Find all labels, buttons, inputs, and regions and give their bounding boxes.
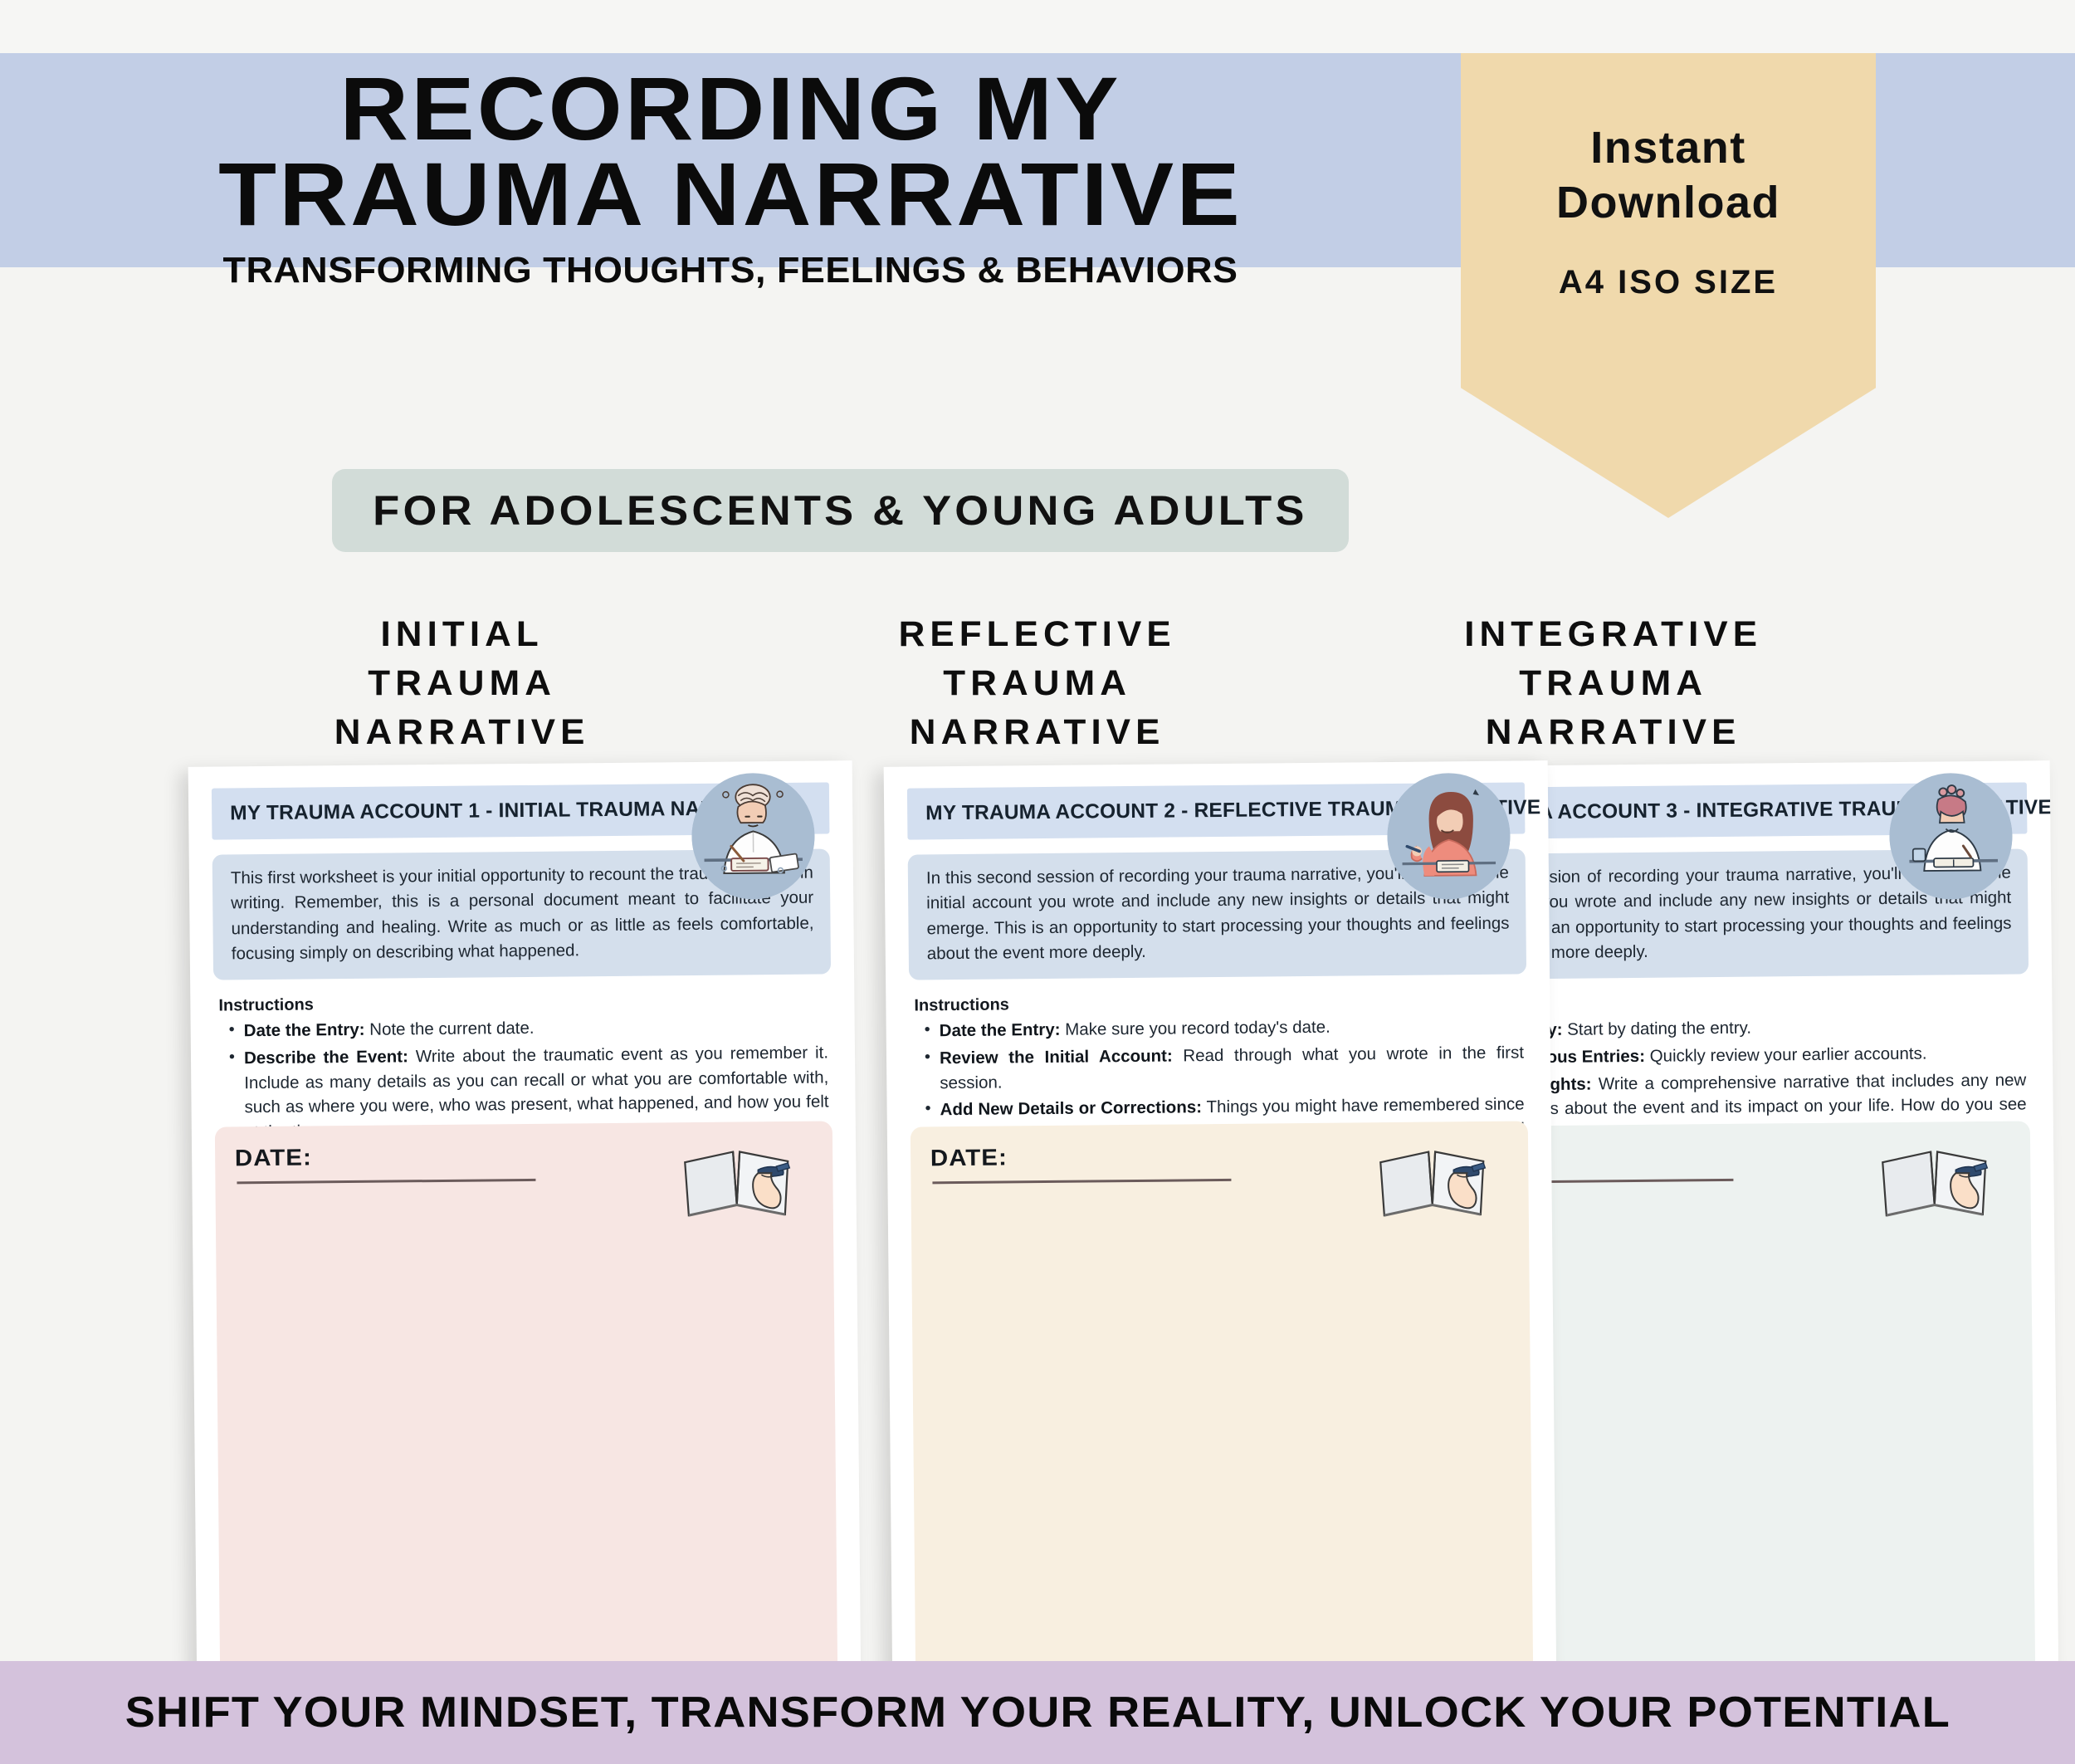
worksheet-2-date-label: DATE: <box>930 1144 1008 1171</box>
avatar-person-thinking-pen <box>1386 772 1511 901</box>
worksheet-2-writing-pad[interactable]: DATE: <box>910 1121 1543 1697</box>
worksheet-1-section-title: Instructions <box>218 995 314 1015</box>
bullet-text: Start by dating the entry. <box>1562 1018 1752 1040</box>
worksheet-2-date-line[interactable] <box>932 1178 1232 1185</box>
avatar-person-writing-mug <box>1888 772 2014 901</box>
column-heading-integrative-line1: INTEGRATIVE <box>1463 614 1762 654</box>
list-item: Date the Entry: Note the current date. <box>224 1014 828 1044</box>
bullet-text: Note the current date. <box>364 1019 535 1040</box>
column-heading-reflective-line1: REFLECTIVE <box>898 614 1177 654</box>
worksheet-1-date-label: DATE: <box>234 1144 312 1171</box>
list-item: Review the Initial Account: Read through… <box>920 1041 1525 1096</box>
column-heading-initial-line2: TRAUMA <box>368 662 557 703</box>
column-heading-reflective-line2: TRAUMA <box>943 662 1132 703</box>
column-heading-initial: INITIAL TRAUMA NARRATIVE <box>168 610 755 757</box>
column-heading-integrative-line3: NARRATIVE <box>1485 711 1741 752</box>
footer-tagline: SHIFT YOUR MINDSET, TRANSFORM YOUR REALI… <box>124 1688 1950 1737</box>
title-block: RECORDING MY TRAUMA NARRATIVE TRANSFORMI… <box>0 53 1461 291</box>
notebook-writing-icon <box>678 1133 803 1234</box>
bullet-lead: Date the Entry: <box>939 1020 1061 1041</box>
page-title: RECORDING MY TRAUMA NARRATIVE <box>0 64 1505 244</box>
bullet-lead: Date the Entry: <box>243 1020 365 1041</box>
audience-badge-label: FOR ADOLESCENTS & YOUNG ADULTS <box>373 487 1308 534</box>
list-item: Date the Entry: Make sure you record tod… <box>920 1014 1524 1044</box>
page-title-line1: RECORDING MY <box>339 58 1121 159</box>
column-heading-integrative: INTEGRATIVE TRAUMA NARRATIVE <box>1320 610 1907 757</box>
page-title-line2: TRAUMA NARRATIVE <box>218 143 1243 244</box>
worksheet-1-writing-pad[interactable]: DATE: <box>214 1121 847 1697</box>
bullet-lead: Add New Details or Corrections: <box>940 1097 1203 1120</box>
top-margin-strip <box>0 0 2075 53</box>
bullet-text: Make sure you record today's date. <box>1060 1018 1330 1040</box>
page-subtitle: TRANSFORMING THOUGHTS, FEELINGS & BEHAVI… <box>222 250 1238 291</box>
column-heading-initial-line1: INITIAL <box>380 614 544 654</box>
avatar-person-writing-brain <box>691 772 816 901</box>
footer-banner: SHIFT YOUR MINDSET, TRANSFORM YOUR REALI… <box>0 1661 2075 1764</box>
column-heading-reflective: REFLECTIVE TRAUMA NARRATIVE <box>744 610 1330 757</box>
worksheet-preview-3[interactable]: MY TRAUMA ACCOUNT 3 - INTEGRATIVE TRAUMA… <box>1385 760 2059 1697</box>
ribbon-size-label: A4 ISO SIZE <box>1558 263 1779 301</box>
column-heading-initial-line3: NARRATIVE <box>334 711 590 752</box>
bullet-lead: Describe the Event: <box>243 1047 408 1068</box>
notebook-writing-icon <box>1876 1133 2001 1234</box>
column-heading-integrative-line2: TRAUMA <box>1518 662 1707 703</box>
bullet-text: Quickly review your earlier accounts. <box>1644 1043 1927 1066</box>
ribbon-line-2: Download <box>1556 177 1780 227</box>
column-headings: INITIAL TRAUMA NARRATIVE REFLECTIVE TRAU… <box>174 610 1901 757</box>
ribbon-line-1: Instant <box>1590 123 1746 173</box>
worksheet-3-writing-pad[interactable]: DATE: <box>1412 1121 2045 1697</box>
worksheet-preview-2[interactable]: MY TRAUMA ACCOUNT 2 - REFLECTIVE TRAUMA … <box>883 760 1557 1697</box>
worksheet-preview-1[interactable]: MY TRAUMA ACCOUNT 1 - INITIAL TRAUMA NAR… <box>188 760 862 1697</box>
bullet-lead: Review the Initial Account: <box>939 1046 1173 1068</box>
audience-badge: FOR ADOLESCENTS & YOUNG ADULTS <box>332 469 1349 552</box>
worksheet-2-section-title: Instructions <box>914 995 1009 1015</box>
column-heading-reflective-line3: NARRATIVE <box>910 711 1165 752</box>
notebook-writing-icon <box>1374 1133 1499 1234</box>
worksheet-1-date-line[interactable] <box>237 1178 536 1185</box>
